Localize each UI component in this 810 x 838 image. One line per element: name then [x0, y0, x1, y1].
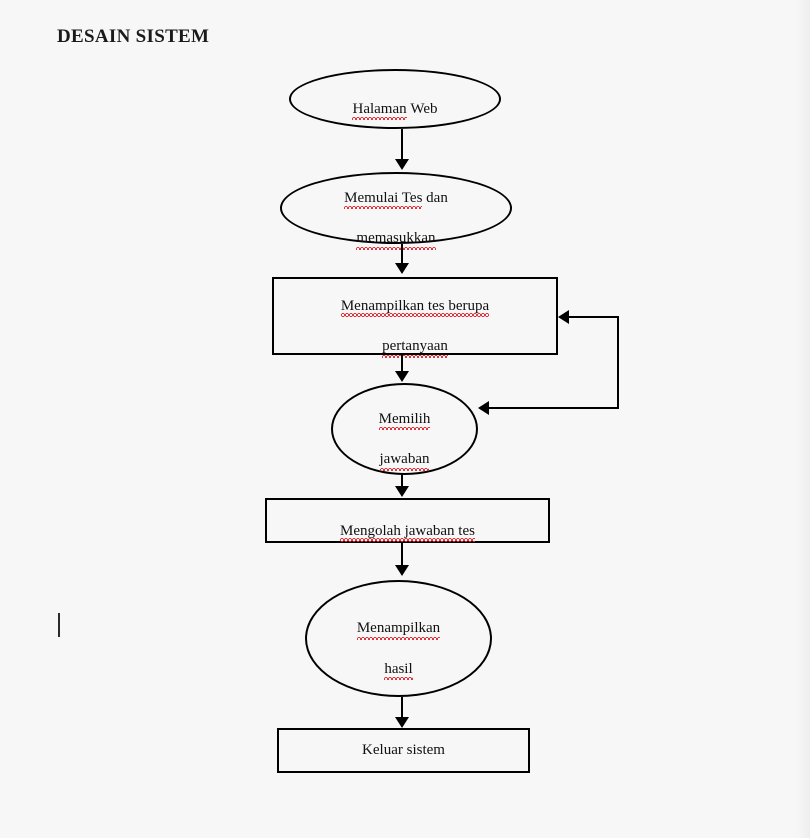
flow-node-halaman-web-label: Halaman Web	[350, 79, 439, 121]
flow-node-mengolah-jawaban-label: Mengolah jawaban tes	[338, 500, 477, 543]
feedback-loop-arrowhead-to-rect	[558, 310, 569, 324]
flow-node-memulai-tes-label: Memulai Tes dan memasukkan	[342, 168, 450, 250]
connector-line-4	[401, 474, 403, 488]
connector-arrowhead-4	[395, 486, 409, 497]
misspelled-word: Halaman	[352, 99, 407, 121]
connector-arrowhead-6	[395, 717, 409, 728]
flow-node-memilih-jawaban-label: Memilih jawaban	[377, 389, 433, 471]
flow-node-halaman-web[interactable]: Halaman Web	[289, 69, 501, 129]
connector-line-3	[401, 355, 403, 373]
flow-node-memulai-tes[interactable]: Memulai Tes dan memasukkan	[280, 172, 512, 250]
word: dan	[422, 189, 448, 206]
misspelled-word: jawaban	[379, 449, 429, 471]
flow-node-memilih-jawaban[interactable]: Memilih jawaban	[331, 383, 478, 475]
connector-arrowhead-5	[395, 565, 409, 576]
misspelled-word: Menampilkan	[356, 618, 441, 640]
misspelled-word: Menampilkan tes berupa	[340, 296, 490, 318]
flow-node-keluar-sistem[interactable]: Keluar sistem	[277, 728, 530, 773]
text-cursor-caret	[58, 613, 60, 637]
flow-node-menampilkan-tes-label: Menampilkan tes berupa pertanyaan	[339, 276, 491, 358]
connector-line-5	[401, 543, 403, 567]
feedback-loop-top-segment	[569, 316, 619, 318]
connector-line-6	[401, 697, 403, 719]
misspelled-word: memasukkan	[356, 228, 436, 250]
word: Web	[410, 101, 438, 117]
connector-line-2	[401, 244, 403, 266]
connector-line-1	[401, 129, 403, 163]
feedback-loop-bottom-segment	[489, 407, 619, 409]
page-title: DESAIN SISTEM	[57, 26, 210, 47]
flow-node-menampilkan-tes[interactable]: Menampilkan tes berupa pertanyaan	[272, 276, 558, 358]
connector-arrowhead-2	[395, 263, 409, 274]
misspelled-word: Memulai Tes	[344, 188, 423, 210]
misspelled-word: Mengolah jawaban tes	[340, 521, 475, 543]
feedback-loop-arrowhead-to-circle	[478, 401, 489, 415]
feedback-loop-vertical-segment	[617, 316, 619, 409]
flow-node-menampilkan-hasil-label: Menampilkan hasil	[355, 598, 442, 681]
misspelled-word: Memilih	[378, 409, 430, 431]
flow-node-menampilkan-hasil[interactable]: Menampilkan hasil	[305, 580, 492, 697]
connector-arrowhead-1	[395, 159, 409, 170]
misspelled-word: pertanyaan	[382, 336, 448, 358]
flow-node-keluar-sistem-label: Keluar sistem	[362, 742, 445, 759]
misspelled-word: hasil	[384, 659, 414, 681]
flow-node-mengolah-jawaban[interactable]: Mengolah jawaban tes	[265, 498, 550, 543]
connector-arrowhead-3	[395, 371, 409, 382]
